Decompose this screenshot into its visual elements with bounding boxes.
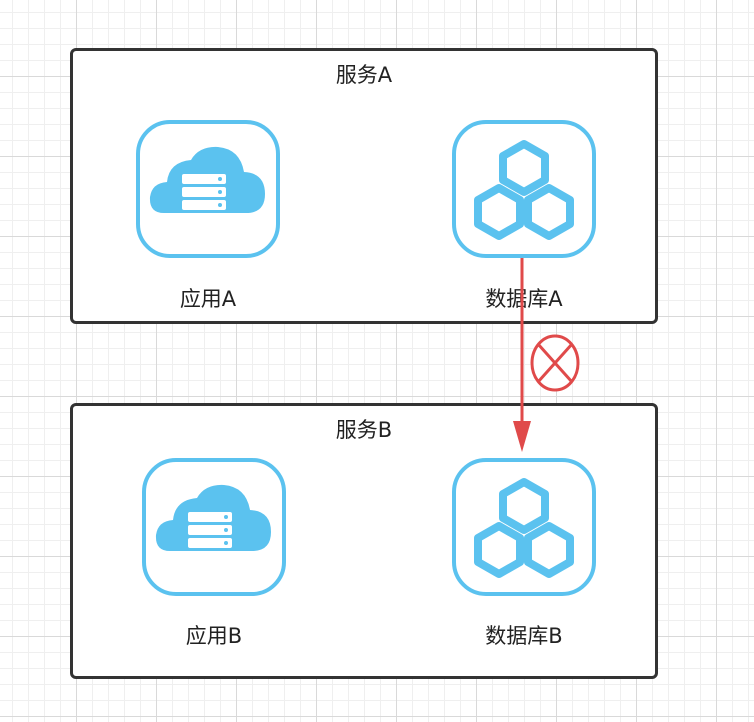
node-label-db-a: 数据库A [485, 287, 563, 311]
hexagon-cluster-icon [452, 120, 596, 258]
service-box-b: 服务B 应用B 数据库B [70, 403, 658, 679]
service-box-a: 服务A 应用A 数据库A [70, 48, 658, 324]
node-label-db-b: 数据库B [485, 624, 563, 648]
node-label-app-a: 应用A [179, 287, 237, 311]
cloud-server-icon [142, 458, 286, 596]
hexagon-cluster-icon [452, 458, 596, 596]
node-label-app-b: 应用B [185, 624, 243, 648]
blocked-circle-x-icon [530, 334, 580, 392]
service-title-b: 服务B [335, 418, 393, 442]
cloud-server-icon [136, 120, 280, 258]
service-title-a: 服务A [335, 63, 393, 87]
